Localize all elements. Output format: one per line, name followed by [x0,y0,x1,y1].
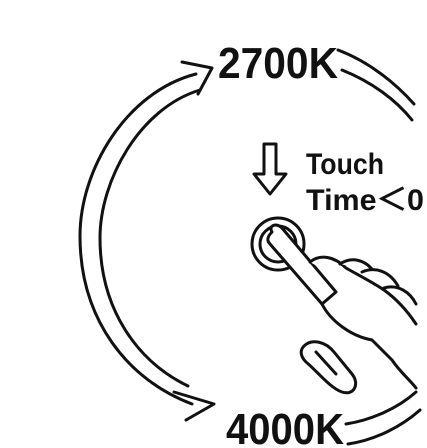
touch-label-line2: Time＜0 [306,184,424,217]
touch-label-line1: Touch [306,148,384,181]
bottom-temperature-label: 4000K [226,405,344,448]
down-arrow-icon [254,144,286,194]
double-arc-arrow-icon [80,62,214,420]
top-temperature-label: 2700K [218,39,338,88]
hand-touch-icon [268,225,416,393]
